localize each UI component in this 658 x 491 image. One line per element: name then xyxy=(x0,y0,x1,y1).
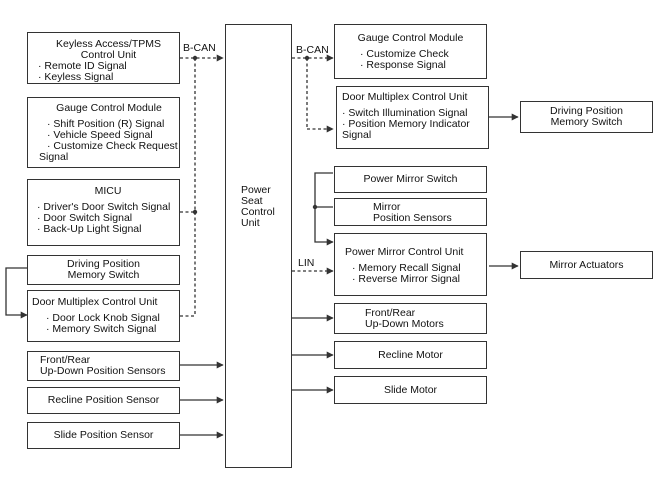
signal-line: · Driver's Door Switch Signal xyxy=(37,201,171,213)
recline-motor: Recline Motor xyxy=(334,341,487,369)
center-line: Power xyxy=(241,184,271,196)
signal-line: · Door Lock Knob Signal xyxy=(46,312,160,324)
signal-line: Signal xyxy=(342,129,372,141)
box-title: Control Unit xyxy=(80,49,137,61)
box-line: Front/Rear xyxy=(40,354,91,366)
recline-position-sensor: Recline Position Sensor xyxy=(27,387,180,414)
box-title: Gauge Control Module xyxy=(357,32,464,44)
box-line: Mirror Actuators xyxy=(549,258,624,271)
signal-line: · Vehicle Speed Signal xyxy=(47,129,153,141)
box-line: Recline Position Sensor xyxy=(47,394,160,406)
slide-position-sensor: Slide Position Sensor xyxy=(27,422,180,449)
signal-line: · Customize Check xyxy=(360,48,449,60)
mirror-actuators: Mirror Actuators xyxy=(520,251,653,279)
power-seat-control-unit: Power Seat Control Unit xyxy=(225,24,292,468)
box-title: Keyless Access/TPMS xyxy=(55,38,162,50)
signal-line: · Switch Illumination Signal xyxy=(342,107,468,119)
box-line: Slide Motor xyxy=(383,383,438,396)
driving-position-memory-switch-output: Driving Position Memory Switch xyxy=(520,101,653,133)
signal-line: · Back-Up Light Signal xyxy=(37,223,142,235)
box-line: Up-Down Motors xyxy=(365,318,444,330)
signal-line: · Memory Switch Signal xyxy=(46,323,157,335)
door-multiplex-control-unit-output: Door Multiplex Control Unit · Switch Ill… xyxy=(336,86,489,149)
dp-memory-to-door-mux xyxy=(5,267,28,319)
bcan-right-bus xyxy=(292,54,334,133)
box-title: Door Multiplex Control Unit xyxy=(342,91,468,103)
box-line: Up-Down Position Sensors xyxy=(40,365,166,377)
box-line: Memory Switch xyxy=(550,116,623,128)
signal-line: · Remote ID Signal xyxy=(38,60,127,72)
box-line: Driving Position xyxy=(67,258,140,270)
bcan-left-label: B-CAN xyxy=(183,42,216,54)
box-line: Front/Rear xyxy=(365,307,416,319)
power-mirror-control-unit: Power Mirror Control Unit · Memory Recal… xyxy=(334,233,487,296)
box-line: Position Sensors xyxy=(373,212,452,224)
box-line: Recline Motor xyxy=(378,348,443,361)
box-line: Driving Position xyxy=(550,105,623,117)
gauge-control-module-output: Gauge Control Module · Customize Check ·… xyxy=(334,24,487,79)
signal-line: · Customize Check Request xyxy=(47,140,178,152)
signal-line: · Reverse Mirror Signal xyxy=(352,273,460,285)
center-line: Seat xyxy=(241,195,263,207)
mirror-position-sensors: Mirror Position Sensors xyxy=(334,198,487,226)
signal-line: · Door Switch Signal xyxy=(37,212,133,224)
center-line: Control xyxy=(241,206,275,218)
box-title: Gauge Control Module xyxy=(56,102,162,114)
bcan-left-bus xyxy=(180,54,224,317)
signal-line: · Keyless Signal xyxy=(38,71,114,83)
micu: MICU · Driver's Door Switch Signal · Doo… xyxy=(27,179,180,246)
front-rear-up-down-motors: Front/Rear Up-Down Motors xyxy=(334,303,487,334)
box-title: MICU xyxy=(94,185,122,197)
box-title: Power Mirror Control Unit xyxy=(345,246,464,258)
box-line: Slide Position Sensor xyxy=(53,429,154,441)
signal-line: · Shift Position (R) Signal xyxy=(47,118,165,130)
driving-position-memory-switch-input: Driving Position Memory Switch xyxy=(27,255,180,285)
signal-line: · Response Signal xyxy=(360,59,446,71)
slide-motor: Slide Motor xyxy=(334,376,487,404)
lin-label: LIN xyxy=(298,257,315,269)
signal-line: · Position Memory Indicator xyxy=(342,118,470,130)
signal-line: Signal xyxy=(39,151,69,163)
box-line: Memory Switch xyxy=(67,269,140,281)
keyless-access-tpms-control-unit: Keyless Access/TPMS Control Unit · Remot… xyxy=(27,32,180,84)
gauge-control-module-input: Gauge Control Module · Shift Position (R… xyxy=(27,97,180,168)
box-line: Mirror xyxy=(373,201,401,213)
power-mirror-switch: Power Mirror Switch xyxy=(334,166,487,193)
box-title: Door Multiplex Control Unit xyxy=(32,296,158,308)
bcan-right-label: B-CAN xyxy=(296,44,329,56)
signal-line: · Memory Recall Signal xyxy=(352,262,461,274)
door-multiplex-control-unit-input: Door Multiplex Control Unit · Door Lock … xyxy=(27,290,180,342)
box-line: Power Mirror Switch xyxy=(363,173,458,185)
front-rear-up-down-position-sensors: Front/Rear Up-Down Position Sensors xyxy=(27,351,180,381)
center-line: Unit xyxy=(241,217,260,229)
